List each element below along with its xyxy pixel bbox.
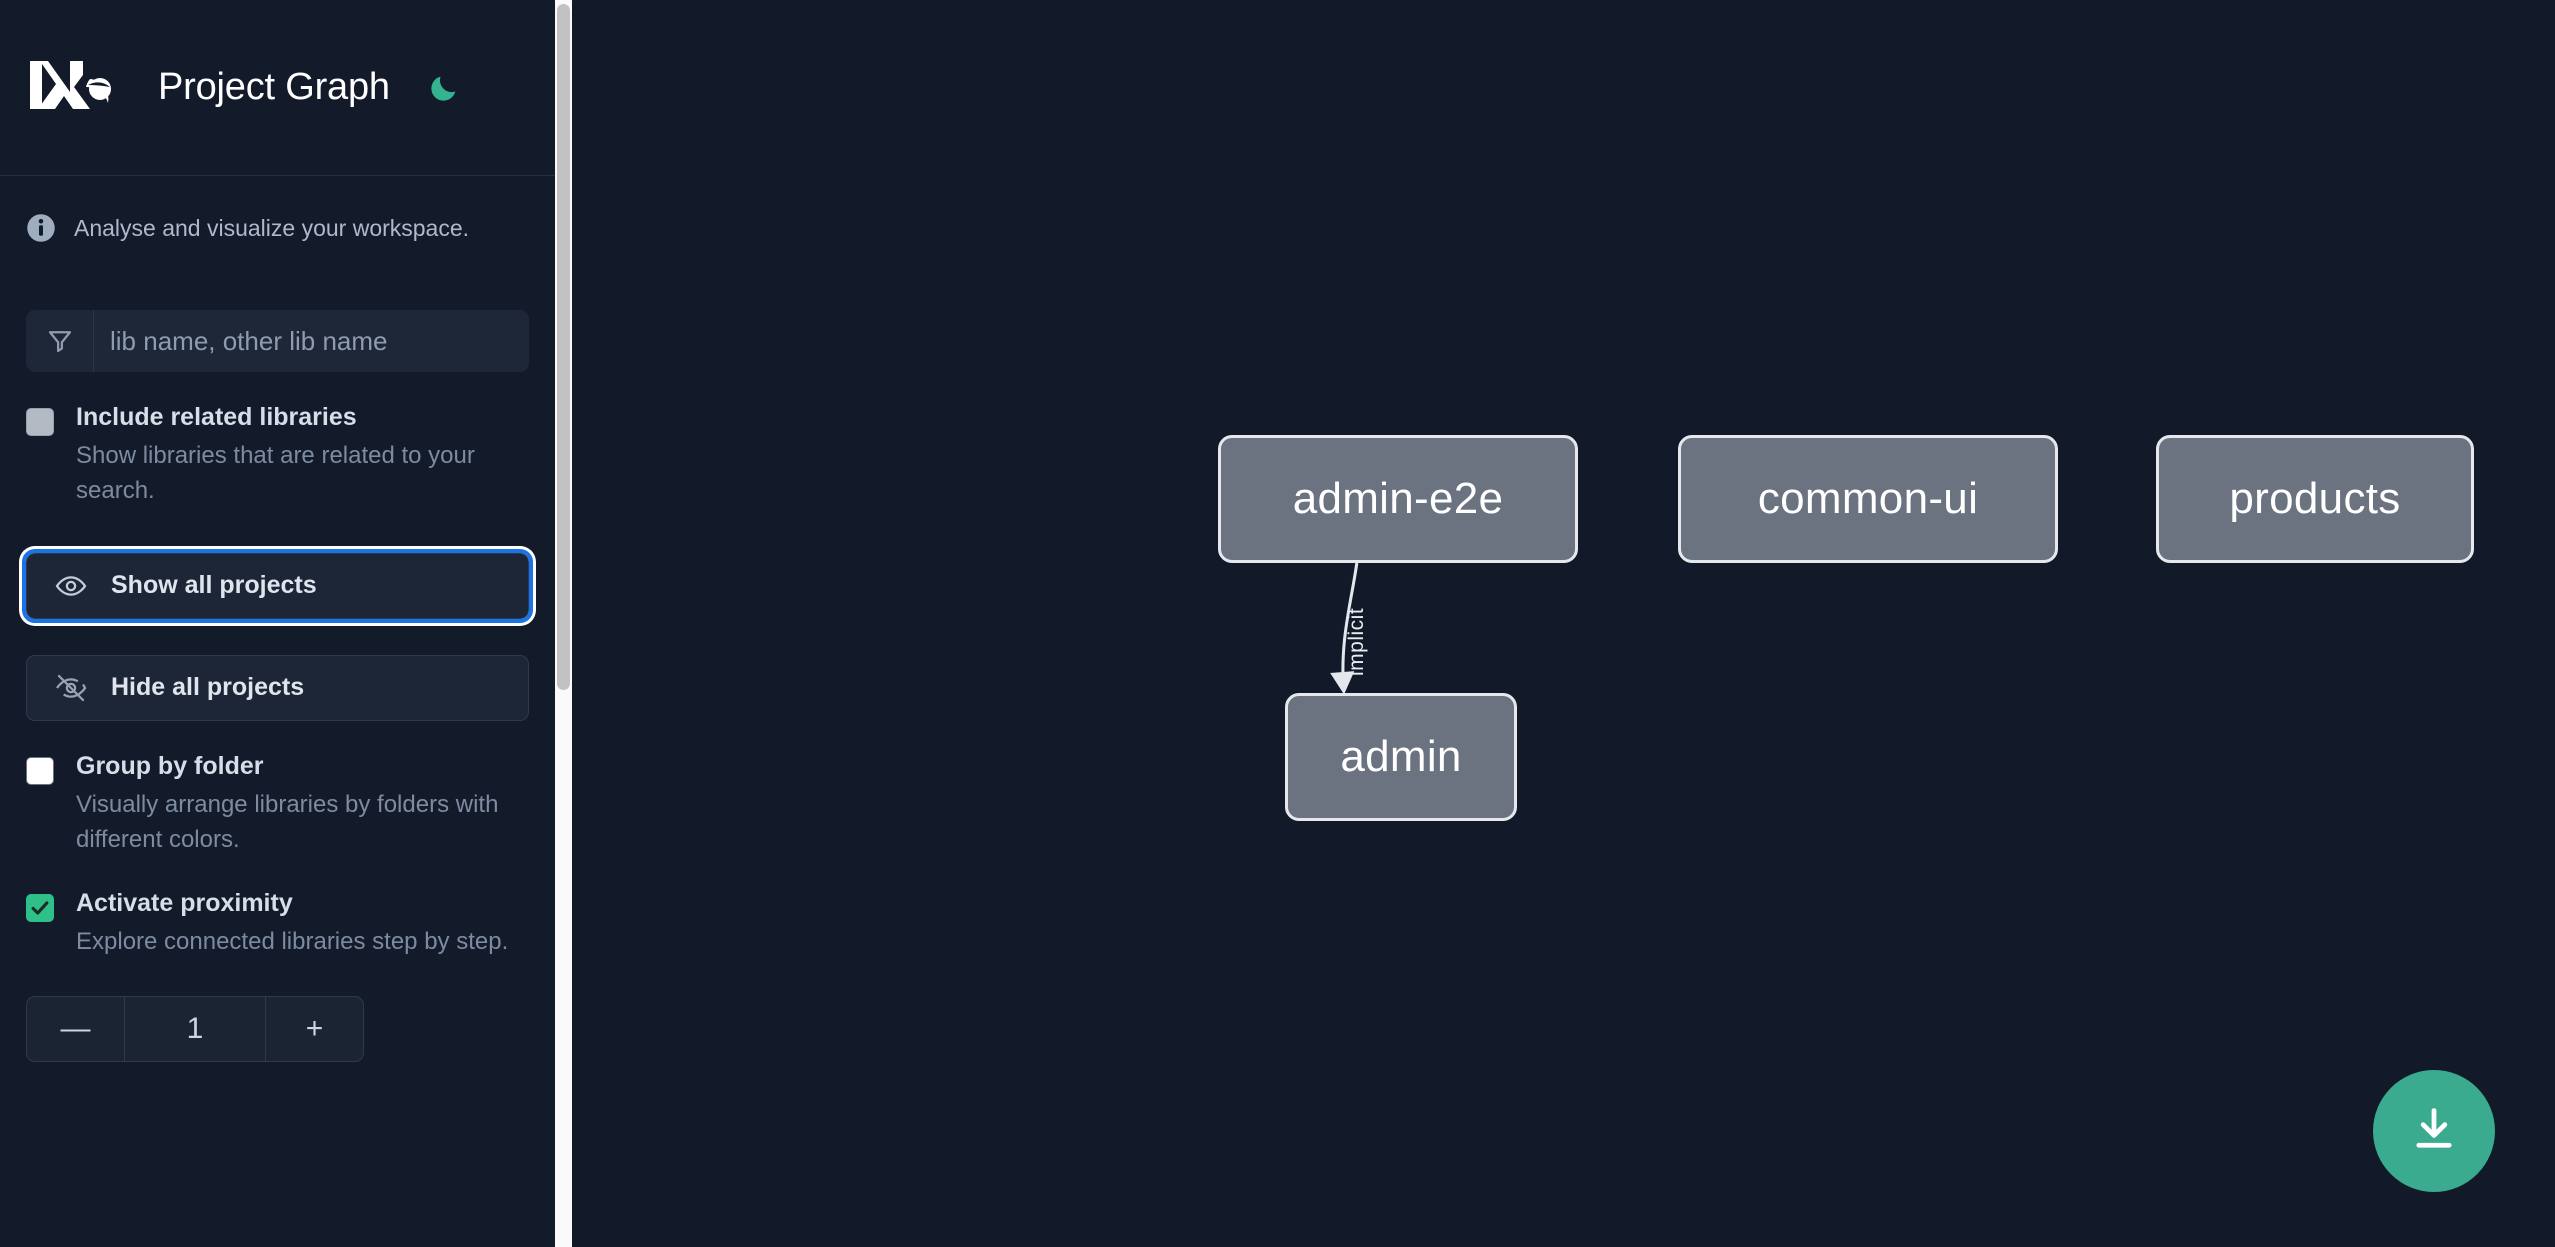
graph-node-admin[interactable]: admin <box>1285 693 1517 821</box>
checkbox-include-related-libraries[interactable] <box>26 408 54 436</box>
graph-edge-label-admin: implicit <box>1345 607 1368 676</box>
download-icon <box>2408 1103 2460 1160</box>
eye-off-icon <box>51 668 91 708</box>
option-label: Group by folder <box>76 751 264 780</box>
page-title: Project Graph <box>158 66 390 108</box>
workspace-blurb: Analyse and visualize your workspace. <box>26 184 529 272</box>
stepper-decrement-button[interactable]: — <box>27 996 125 1061</box>
info-icon <box>26 213 56 243</box>
graph-node-common-ui[interactable]: common-ui <box>1678 435 2058 563</box>
checkbox-group-by-folder[interactable] <box>26 756 54 785</box>
graph-canvas[interactable]: admin-e2e common-ui products store-e2e a… <box>555 0 2555 1247</box>
moon-icon[interactable] <box>422 66 466 110</box>
option-description: Explore connected libraries step by step… <box>76 927 509 955</box>
sidebar-scrollbar[interactable] <box>555 0 572 1247</box>
filter-icon <box>26 310 94 372</box>
graph-node-admin-e2e[interactable]: admin-e2e <box>1218 435 1578 563</box>
sidebar-header: Project Graph <box>0 0 555 176</box>
option-label: Activate proximity <box>76 888 293 917</box>
download-graph-button[interactable] <box>2373 1070 2495 1192</box>
nx-logo-icon <box>26 57 122 119</box>
sidebar: Project Graph Analyse and visualize your… <box>0 0 555 1247</box>
stepper-increment-button[interactable]: + <box>265 996 363 1061</box>
sidebar-body: Analyse and visualize your workspace. In… <box>0 184 555 1062</box>
show-all-projects-label: Show all projects <box>111 571 317 600</box>
workspace-blurb-text: Analyse and visualize your workspace. <box>74 214 470 241</box>
eye-icon <box>51 566 91 606</box>
option-description: Show libraries that are related to your … <box>76 442 475 505</box>
option-description: Visually arrange libraries by folders wi… <box>76 791 499 853</box>
proximity-stepper[interactable]: — 1 + <box>26 995 364 1062</box>
option-label: Include related libraries <box>76 403 357 431</box>
search-box[interactable] <box>26 310 529 372</box>
sidebar-scrollbar-thumb[interactable] <box>557 4 570 690</box>
hide-all-projects-button[interactable]: Hide all projects <box>26 654 529 721</box>
checkbox-activate-proximity[interactable] <box>26 893 54 922</box>
option-include-related-libraries[interactable]: Include related libraries Show libraries… <box>26 402 529 509</box>
option-activate-proximity[interactable]: Activate proximity Explore connected lib… <box>26 888 529 960</box>
search-input[interactable] <box>94 310 529 372</box>
show-all-projects-button[interactable]: Show all projects <box>22 548 533 623</box>
graph-node-products[interactable]: products <box>2156 435 2474 563</box>
graph-edges <box>1330 562 1359 695</box>
stepper-value: 1 <box>186 1011 204 1045</box>
hide-all-projects-label: Hide all projects <box>111 673 305 702</box>
option-group-by-folder[interactable]: Group by folder Visually arrange librari… <box>26 751 529 858</box>
